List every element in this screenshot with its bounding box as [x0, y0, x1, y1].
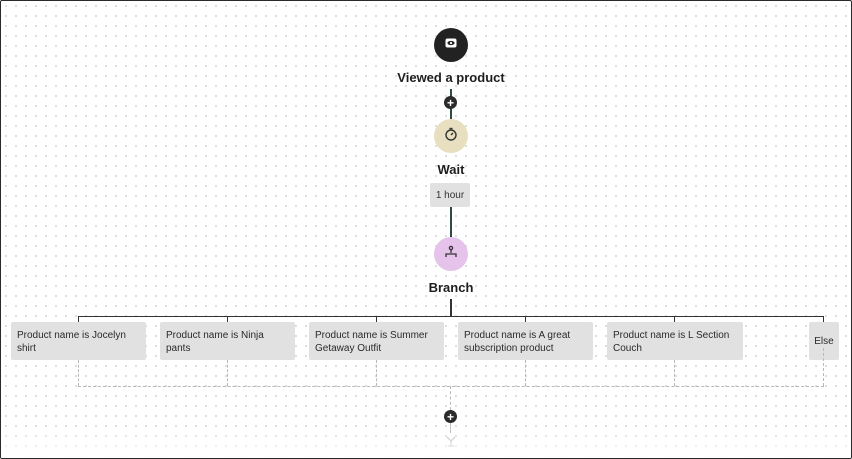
- timer-icon: [443, 126, 459, 147]
- bottom-fade: [1, 430, 851, 458]
- branch-drop: [78, 316, 79, 322]
- branch-trunk: [450, 299, 452, 317]
- branch-rail: [78, 316, 824, 317]
- merge-line: [674, 360, 675, 386]
- merge-line: [823, 348, 824, 386]
- branch-drop: [674, 316, 675, 322]
- branch-title: Branch: [428, 280, 474, 295]
- branch-node[interactable]: [434, 237, 468, 271]
- eye-icon: [444, 36, 458, 55]
- trigger-node[interactable]: [434, 28, 468, 62]
- wait-title: Wait: [437, 162, 465, 177]
- wait-node[interactable]: [434, 119, 468, 153]
- merge-line: [525, 360, 526, 386]
- merge-line: [227, 360, 228, 386]
- condition-chip[interactable]: Product name is A great subscription pro…: [458, 322, 593, 360]
- condition-chip[interactable]: Product name is Summer Getaway Outfit: [309, 322, 444, 360]
- condition-chip[interactable]: Product name is Ninja pants: [160, 322, 295, 360]
- merge-trunk: [450, 386, 451, 410]
- merge-trunk: [450, 423, 451, 433]
- branch-drop: [376, 316, 377, 322]
- trigger-title: Viewed a product: [397, 70, 505, 85]
- wait-duration-chip[interactable]: 1 hour: [430, 183, 470, 207]
- condition-chip[interactable]: Product name is Jocelyn shirt: [11, 322, 146, 360]
- plus-icon[interactable]: +: [444, 96, 457, 109]
- branch-icon: [443, 244, 459, 265]
- branch-drop: [525, 316, 526, 322]
- merge-line: [376, 360, 377, 386]
- branch-drop: [227, 316, 228, 322]
- branch-drop: [823, 316, 824, 322]
- connector-line: [450, 207, 452, 237]
- plus-icon[interactable]: +: [444, 410, 457, 423]
- merge-line: [78, 360, 79, 386]
- condition-chip[interactable]: Product name is L Section Couch: [607, 322, 743, 360]
- else-chip[interactable]: Else: [809, 322, 839, 360]
- merge-rail: [78, 386, 824, 387]
